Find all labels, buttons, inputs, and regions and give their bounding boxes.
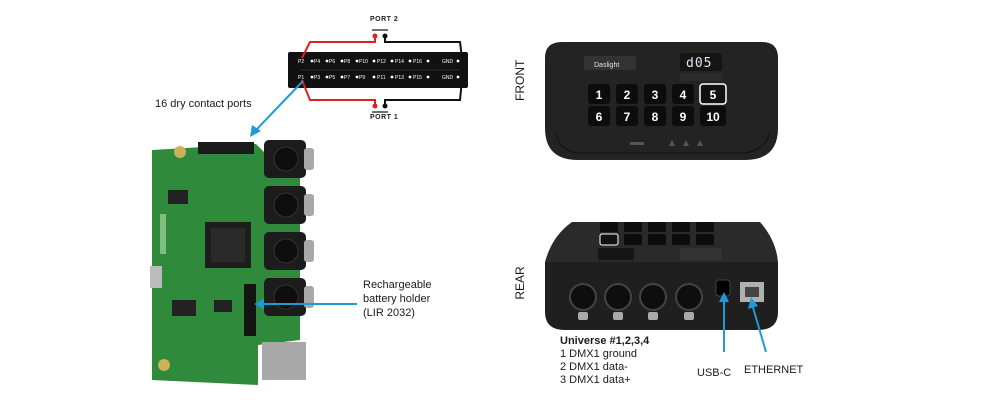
battery-annotation-line3: (LIR 2032) [363,307,415,319]
pin-label: GND [442,59,454,65]
front-keypad [588,83,727,126]
pin-label: P9 [359,75,365,81]
pin-label: P1 [298,75,304,81]
battery-annotation-line1: Rechargeable [363,279,432,291]
universe-title: Universe #1,2,3,4 [560,335,650,347]
bottom-pin-dots [310,75,460,79]
front-key-10: 10 [706,110,720,124]
pin-label: GND [442,75,454,81]
pin-label: P6 [329,59,335,65]
port1-red-wire [301,79,376,106]
pin-label: P5 [329,75,335,81]
pin-label: P3 [314,75,320,81]
rear-keys-mirrored [598,222,722,260]
ethernet-jack [262,342,306,380]
front-key-4: 4 [680,88,687,102]
rear-view-label: REAR [513,266,527,300]
dry-contacts-annotation: 16 dry contact ports [155,98,252,110]
pin-label: P13 [395,75,404,81]
arrow-head [254,299,264,309]
port1-red-terminal [372,103,378,109]
top-pin-dots [310,59,460,63]
ribbon-header [198,142,254,154]
front-key-9: 9 [680,110,687,124]
front-mini-buttons [680,73,722,81]
pin-label: P15 [413,75,422,81]
rear-usb-c [715,279,731,297]
mount-hole [174,146,186,158]
front-brand: Daslight [594,62,619,69]
battery-annotation-line2: battery holder [363,293,431,305]
pin-label: P12 [377,59,386,65]
pin-label: P4 [314,59,320,65]
port2-black-wire [384,36,463,59]
pin-label: P16 [413,59,422,65]
pin-line-1: 1 DMX1 ground [560,348,638,360]
port2-red-terminal [372,33,378,39]
battery-holder [244,284,256,336]
front-key-1: 1 [596,88,603,102]
front-key-2: 2 [624,88,631,102]
rear-xlr-ports [569,283,703,320]
pin-label: P14 [395,59,404,65]
pin-label: P10 [359,59,368,65]
front-key-7: 7 [624,110,631,124]
front-view-label: FRONT [513,59,527,101]
pin-line-2: 2 DMX1 data- [560,361,628,373]
port2-label: PORT 2 [370,16,399,23]
arrow-dry-contacts [255,80,304,131]
port2-black-terminal [382,33,388,39]
pin-label: P7 [344,75,350,81]
ethernet-label: ETHERNET [744,364,804,376]
arrow-head [719,292,729,302]
arrow-head [250,125,261,137]
port2-red-wire [301,36,376,59]
front-display-text: d05 [686,56,712,71]
usb-port [150,266,162,288]
front-display [680,53,722,71]
port1-black-terminal [382,103,388,109]
arrow-head [748,297,758,309]
pin-label: P11 [377,75,386,81]
arrow-ethernet [751,303,767,353]
pin-label: P8 [344,59,350,65]
xlr-connectors [264,140,314,316]
pin-label: P2 [298,59,304,65]
port1-black-wire [384,79,463,106]
front-key-5: 5 [710,88,717,102]
pcb-board [150,140,314,385]
front-logo-plate [584,56,636,70]
front-key-6: 6 [596,110,603,124]
rear-device [545,222,778,330]
mount-hole [158,359,170,371]
pin-line-3: 3 DMX1 data+ [560,374,631,386]
port1-label: PORT 1 [370,114,399,121]
front-key-3: 3 [652,88,659,102]
front-device [545,42,778,160]
front-key-8: 8 [652,110,659,124]
front-leds [630,140,703,146]
usb-c-label: USB-C [697,367,732,379]
